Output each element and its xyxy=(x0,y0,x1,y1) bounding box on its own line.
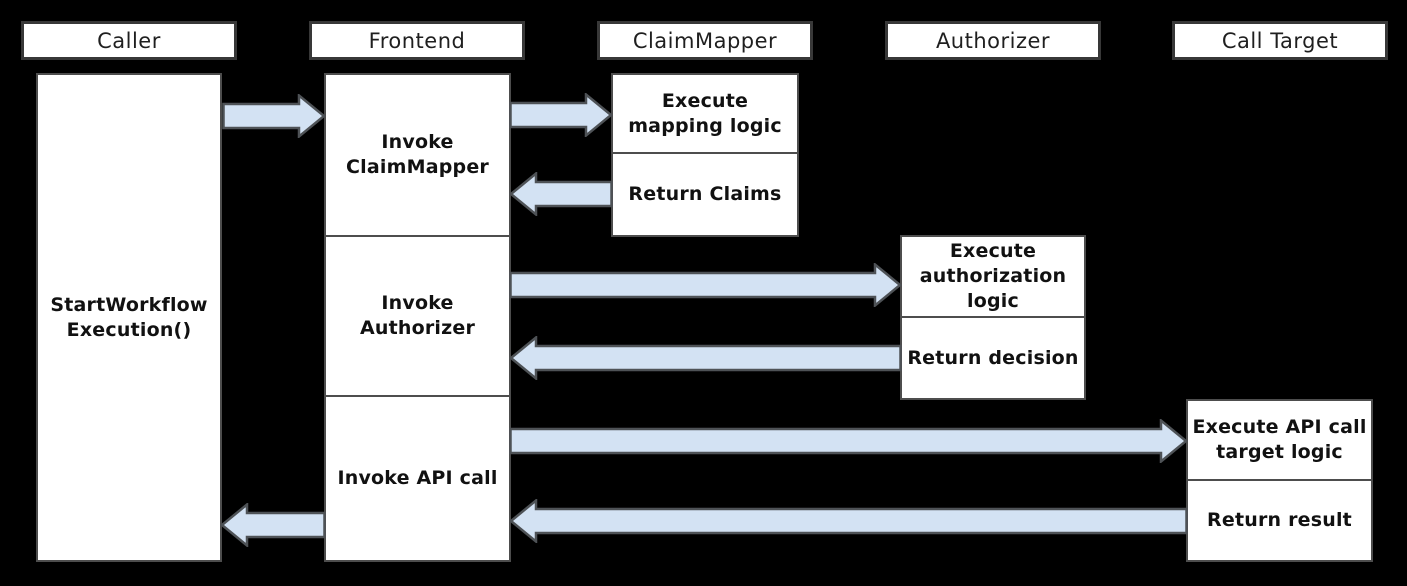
box-claimmapper-execute-mapping-logic: Execute mapping logic xyxy=(611,73,799,154)
lifeline-header-frontend: Frontend xyxy=(309,21,525,60)
box-calltarget-execute-api-call-target-logic: Execute API call target logic xyxy=(1186,399,1373,481)
lifeline-header-call-target: Call Target xyxy=(1172,21,1388,60)
box-authorizer-execute-authorization-logic: Execute authorization logic xyxy=(900,235,1086,318)
arrow-caller-to-frontend xyxy=(222,94,326,138)
arrow-frontend-to-call-target xyxy=(509,419,1188,463)
arrow-frontend-return-to-caller xyxy=(220,503,326,547)
box-claimmapper-return-claims: Return Claims xyxy=(611,152,799,237)
arrow-claimmapper-return-to-frontend xyxy=(509,172,613,216)
box-authorizer-return-decision: Return decision xyxy=(900,316,1086,400)
box-frontend-invoke-api-call: Invoke API call xyxy=(324,395,511,562)
box-frontend-invoke-claimmapper: Invoke ClaimMapper xyxy=(324,73,511,237)
lifeline-header-caller: Caller xyxy=(21,21,237,60)
lifeline-header-authorizer: Authorizer xyxy=(885,21,1101,60)
arrow-frontend-to-authorizer xyxy=(509,263,902,307)
lifeline-header-claimmapper: ClaimMapper xyxy=(597,21,813,60)
box-calltarget-return-result: Return result xyxy=(1186,479,1373,562)
arrow-authorizer-return-to-frontend xyxy=(509,336,902,380)
arrow-frontend-to-claimmapper xyxy=(509,93,613,137)
arrow-call-target-return-to-frontend xyxy=(509,499,1188,543)
box-frontend-invoke-authorizer: Invoke Authorizer xyxy=(324,235,511,397)
box-caller-startworkflowexecution: StartWorkflow Execution() xyxy=(36,73,222,562)
